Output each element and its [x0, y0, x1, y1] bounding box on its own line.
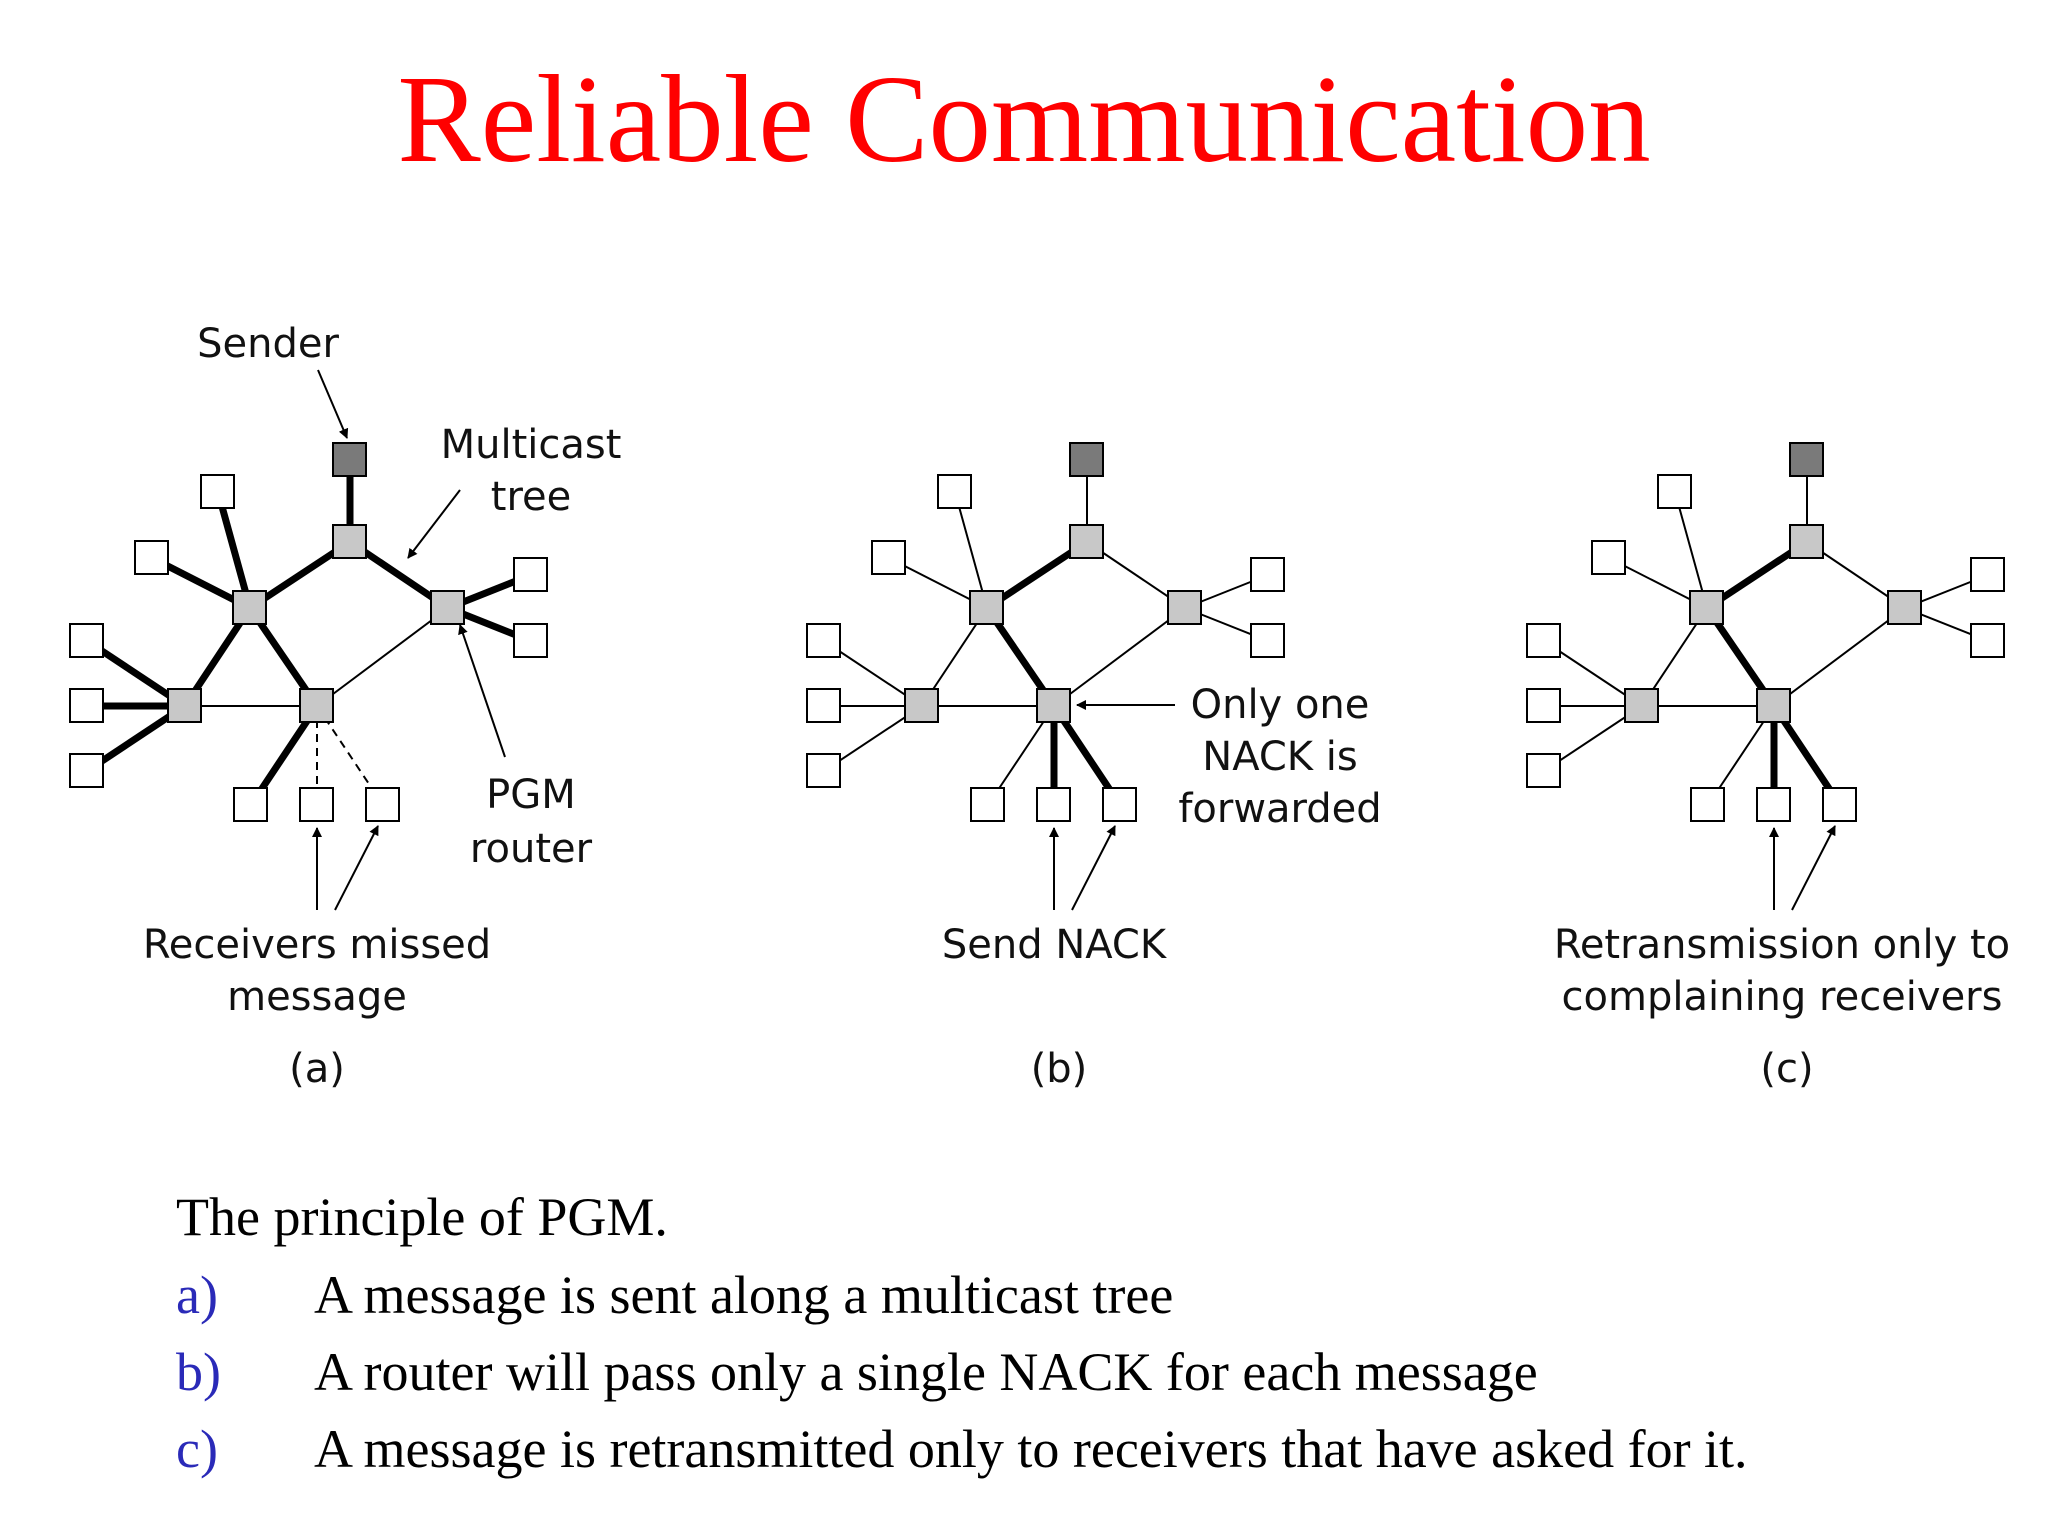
receiver-node — [806, 753, 841, 788]
router-node — [332, 524, 367, 559]
receiver-node — [970, 787, 1005, 822]
router-node — [1069, 524, 1104, 559]
sender-node — [332, 442, 367, 477]
router-node — [904, 688, 939, 723]
only-one-line3: forwarded — [1178, 786, 1381, 832]
receiver-node — [69, 623, 104, 658]
only-one-line1: Only one — [1191, 682, 1370, 728]
panel-a-edges — [85, 460, 533, 807]
router-node — [969, 590, 1004, 625]
router-node — [299, 688, 334, 723]
panel-a-arrows — [312, 369, 506, 911]
receivers-label-line1: Receivers missed — [143, 922, 491, 968]
receiver-node — [1526, 623, 1561, 658]
receiver-node — [513, 623, 548, 658]
panel-c-nodes — [1526, 442, 2005, 822]
router-node — [1624, 688, 1659, 723]
receiver-node — [233, 787, 268, 822]
list-marker: c) — [176, 1419, 218, 1479]
multicast-label-line1: Multicast — [441, 422, 622, 468]
sender-node — [1069, 442, 1104, 477]
panel-a: Sender Multicast tree PGM router Receive… — [69, 321, 622, 1092]
receiver-node — [1250, 557, 1285, 592]
panel-b: Only one NACK is forwarded Send NACK (b) — [806, 442, 1382, 1092]
panel-a-nodes — [69, 442, 548, 822]
figure-caption: The principle of PGM. — [176, 1187, 668, 1247]
list-text: A message is retransmitted only to recei… — [314, 1419, 1748, 1479]
receiver-node — [1036, 787, 1071, 822]
panel-c-edges — [1543, 460, 1989, 807]
missed-arrow-2 — [334, 825, 379, 911]
sender-node — [1789, 442, 1824, 477]
list-text: A message is sent along a multicast tree — [314, 1265, 1174, 1325]
multicast-arrow — [407, 489, 461, 559]
receiver-node — [1970, 557, 2005, 592]
router-node — [232, 590, 267, 625]
receiver-node — [1970, 623, 2005, 658]
router-node — [1887, 590, 1922, 625]
retrans-label-line1: Retransmission only to — [1554, 922, 2010, 968]
receiver-node — [1690, 787, 1725, 822]
router-node — [1167, 590, 1202, 625]
only-one-line2: NACK is — [1202, 734, 1357, 780]
receiver-node — [1526, 688, 1561, 723]
receiver-node — [69, 753, 104, 788]
list-marker: a) — [176, 1265, 218, 1325]
receiver-node — [299, 787, 334, 822]
router-label-line1: PGM — [486, 772, 576, 818]
send-nack-label: Send NACK — [942, 922, 1168, 968]
nack-arrow-2 — [1071, 825, 1116, 911]
receiver-node — [1822, 787, 1857, 822]
receiver-node — [871, 540, 906, 575]
router-label-line2: router — [470, 826, 593, 872]
retrans-arrow-2 — [1791, 825, 1836, 911]
sender-arrow — [317, 369, 349, 439]
panel-c: Retransmission only to complaining recei… — [1526, 442, 2010, 1092]
receiver-node — [1526, 753, 1561, 788]
retrans-label-line2: complaining receivers — [1562, 974, 2003, 1020]
receiver-node — [200, 474, 235, 509]
panel-b-arrows — [1049, 700, 1175, 911]
panel-b-nodes — [806, 442, 1285, 822]
panel-c-arrows — [1769, 825, 1836, 911]
router-node — [167, 688, 202, 723]
receiver-node — [806, 688, 841, 723]
receiver-node — [1657, 474, 1692, 509]
router-node — [1036, 688, 1071, 723]
receiver-node — [513, 557, 548, 592]
receiver-node — [1756, 787, 1791, 822]
panel-b-label: (b) — [1031, 1046, 1088, 1092]
receiver-node — [1591, 540, 1626, 575]
receiver-node — [937, 474, 972, 509]
list-text: A router will pass only a single NACK fo… — [314, 1342, 1538, 1402]
slide-title: Reliable Communication — [397, 51, 1651, 189]
router-node — [1689, 590, 1724, 625]
panel-a-label: (a) — [289, 1046, 345, 1092]
router-arrow — [458, 624, 506, 758]
receiver-node — [1102, 787, 1137, 822]
receiver-node — [1250, 623, 1285, 658]
list-marker: b) — [176, 1342, 221, 1402]
receivers-label-line2: message — [227, 974, 407, 1020]
receiver-node — [134, 540, 169, 575]
router-node — [1789, 524, 1824, 559]
router-node — [1756, 688, 1791, 723]
receiver-node — [806, 623, 841, 658]
receiver-node — [365, 787, 400, 822]
receiver-node — [69, 688, 104, 723]
sender-label: Sender — [197, 321, 339, 367]
panel-c-label: (c) — [1760, 1046, 1813, 1092]
router-node — [430, 590, 465, 625]
multicast-label-line2: tree — [491, 474, 571, 520]
